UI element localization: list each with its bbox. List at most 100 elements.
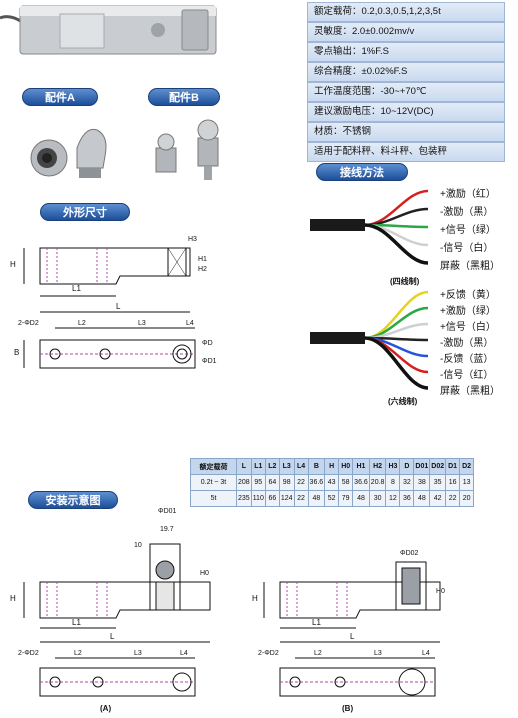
dim-l1-label: L1 (72, 284, 81, 293)
install-b-l4: L4 (422, 650, 430, 657)
wiring-6-diagram (310, 284, 430, 392)
wire6-shield: 屏蔽（黑粗） (440, 386, 500, 397)
wiring-4-diagram (310, 180, 430, 270)
install-a-h: H (10, 594, 16, 603)
wire4-sig-pos: +信号（绿） (440, 225, 496, 236)
dim-l3-label: L3 (138, 320, 146, 327)
install-a-10: 10 (134, 542, 142, 549)
dimension-drawing-side: H L1 L H3 H1 H2 (0, 222, 210, 318)
install-b-h: H (252, 594, 258, 603)
table-cell: 20 (459, 490, 475, 507)
install-b-d02: ΦD02 (400, 550, 419, 557)
install-a-l2: L2 (74, 650, 82, 657)
install-b-h0: H0 (436, 588, 445, 595)
spec-temperature: 工作温度范围：-30~+70℃ (307, 82, 505, 102)
spec-voltage: 建议激励电压：10~12V(DC) (307, 102, 505, 122)
table-cell: 42 (429, 490, 447, 507)
install-a-h0: H0 (200, 570, 209, 577)
table-cell: 124 (278, 490, 295, 507)
install-b-l: L (350, 632, 355, 641)
wire6-sig-pos: +信号（白） (440, 322, 496, 333)
table-cell: 36 (399, 490, 415, 507)
table-cell: 32 (399, 474, 415, 491)
wire4-exc-neg: -激励（黑） (440, 207, 494, 218)
install-label: 安装示意图 (28, 491, 118, 509)
table-header-cell: D1 (445, 458, 461, 475)
wire6-exc-pos: +激励（绿） (440, 306, 496, 317)
table-cell: 30 (368, 490, 387, 507)
install-b-l2: L2 (314, 650, 322, 657)
table-header-cell: L3 (278, 458, 295, 475)
table-cell: 22 (445, 490, 461, 507)
table-header-cell: L2 (264, 458, 280, 475)
table-header-cell: H2 (368, 458, 387, 475)
dim-d1-label: ΦD1 (202, 358, 217, 365)
wire4-sig-neg: -信号（白） (440, 243, 494, 254)
dim-h2-label: H2 (198, 266, 207, 273)
fig-b-caption: (B) (342, 704, 354, 713)
spec-accuracy: 综合精度：±0.02%F.S (307, 62, 505, 82)
wire-line (364, 306, 429, 340)
install-a-d01: ΦD01 (158, 508, 177, 515)
wire6-fb-pos: +反馈（黄） (440, 290, 496, 301)
table-header-cell: D (399, 458, 415, 475)
dim-h-label: H (10, 260, 16, 269)
table-cell: 43 (324, 474, 340, 491)
dim-2d2-label: 2-ΦD2 (18, 320, 39, 327)
table-cell: 5t (190, 490, 237, 507)
install-a-l1: L1 (72, 618, 81, 627)
table-cell: 110 (250, 490, 266, 507)
table-cell: 98 (278, 474, 295, 491)
table-cell: 48 (352, 490, 370, 507)
spec-material: 材质：不锈钢 (307, 122, 505, 142)
table-header-cell: H (324, 458, 340, 475)
table-cell: 13 (459, 474, 475, 491)
cable-sheath (310, 219, 365, 231)
shield-wire-line (364, 223, 429, 265)
install-a-l: L (110, 632, 115, 641)
dimension-drawing-top: 2-ΦD2 L2 L3 L4 B ΦD ΦD1 (0, 318, 220, 380)
table-cell: 38 (413, 474, 431, 491)
dim-l4-label: L4 (186, 320, 194, 327)
wire-line (364, 189, 429, 227)
part-b-photo (148, 112, 228, 192)
table-cell: 8 (385, 474, 401, 491)
table-header-cell: H3 (385, 458, 401, 475)
install-b-l1: L1 (312, 618, 321, 627)
part-a-photo (25, 112, 115, 184)
dim-l-label: L (116, 302, 121, 311)
dim-l2-label: L2 (78, 320, 86, 327)
table-cell: 22 (293, 474, 309, 491)
table-cell: 12 (385, 490, 401, 507)
spec-capacity: 额定载荷：0.2,0.3,0.5,1,2,3,5t (307, 2, 505, 22)
table-header-cell: D01 (413, 458, 431, 475)
fig-a-caption: (A) (100, 704, 112, 713)
table-cell: 16 (445, 474, 461, 491)
table-cell: 0.2t ~ 3t (190, 474, 237, 491)
table-cell: 48 (413, 490, 431, 507)
wiring-label: 接线方法 (316, 163, 408, 181)
spec-sensitivity: 灵敏度：2.0±0.002mv/v (307, 22, 505, 42)
dimensions-label: 外形尺寸 (40, 203, 130, 221)
four-wire-caption: (四线制) (390, 277, 420, 286)
shield-wire-line (364, 336, 429, 390)
table-cell: 208 (236, 474, 252, 491)
table-cell: 64 (264, 474, 280, 491)
wire6-exc-neg: -激励（黑） (440, 338, 494, 349)
table-cell: 20.8 (368, 474, 387, 491)
wire4-shield: 屏蔽（黑粗） (440, 261, 500, 272)
install-drawing-a: ΦD01 19.7 10 H0 H L1 L 2-ΦD2 L2 L3 L4 (0, 500, 230, 718)
dim-h1-label: H1 (198, 256, 207, 263)
table-cell: 95 (250, 474, 266, 491)
part-a-label: 配件A (22, 88, 98, 106)
table-header-cell: D02 (429, 458, 447, 475)
table-header-cell: L4 (293, 458, 309, 475)
table-cell: 36.6 (352, 474, 370, 491)
table-header-cell: 额定载荷 (190, 458, 237, 475)
wire4-exc-pos: +激励（红） (440, 189, 496, 200)
wire6-fb-neg: -反馈（蓝） (440, 354, 494, 365)
cable-sheath (310, 332, 365, 344)
